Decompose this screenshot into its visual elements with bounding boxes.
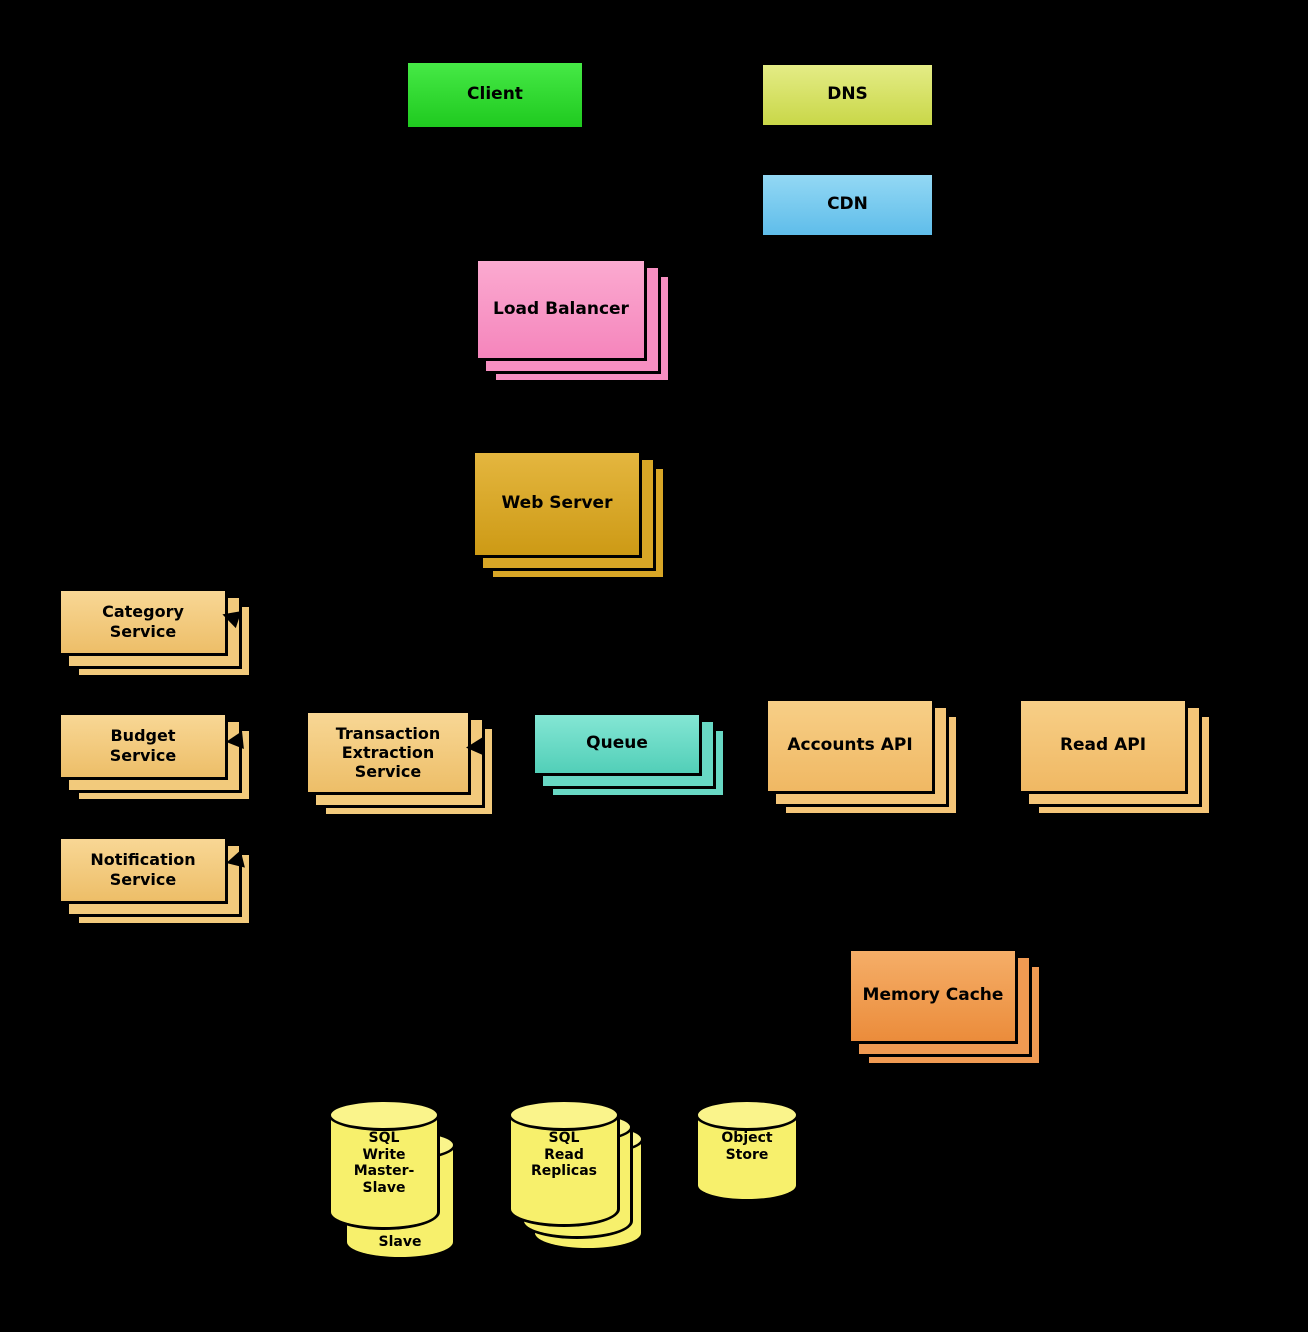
node-queue-label: Queue [586,733,648,754]
node-sql-write-master-slave-label: SQL Write Master- Slave [353,1130,415,1196]
node-sql-read-replicas-label: SQL Read Replicas [531,1130,597,1180]
node-load-balancer: Load Balancer [475,258,647,361]
node-dns-label: DNS [827,84,868,105]
node-client: Client [405,60,585,130]
node-transaction-extraction-service: Transaction Extraction Service [305,710,471,795]
node-category-service-label: Category Service [102,602,184,641]
node-notification-service-label: Notification Service [90,850,196,889]
node-object-store-label: Object Store [721,1130,773,1163]
node-read-api-label: Read API [1059,735,1147,756]
node-web-server-label: Web Server [501,493,613,514]
node-cdn: CDN [760,172,935,238]
node-dns: DNS [760,62,935,128]
node-sql-write-back-label: Slave [378,1234,422,1251]
node-read-api: Read API [1018,698,1188,794]
node-budget-service: Budget Service [58,712,228,780]
node-queue: Queue [532,712,702,776]
node-memory-cache: Memory Cache [848,948,1018,1044]
node-category-service: Category Service [58,588,228,656]
node-object-store: Object Store [695,1099,799,1202]
node-sql-read-replicas: SQL Read Replicas [508,1099,620,1227]
node-memory-cache-label: Memory Cache [862,985,1004,1006]
node-load-balancer-label: Load Balancer [493,298,629,319]
arrowhead-into-notification-service [224,850,245,872]
node-notification-service: Notification Service [58,836,228,904]
node-cdn-label: CDN [827,194,868,215]
arrowhead-into-budget-service [225,731,244,751]
node-accounts-api: Accounts API [765,698,935,794]
node-budget-service-label: Budget Service [109,726,177,765]
node-sql-write-master-slave: SQL Write Master- Slave [328,1099,440,1230]
node-transaction-extraction-service-label: Transaction Extraction Service [335,723,441,782]
node-client-label: Client [467,84,523,105]
node-web-server: Web Server [472,450,642,558]
node-accounts-api-label: Accounts API [787,735,913,756]
arrowhead-into-transaction-extraction-service [465,737,484,757]
